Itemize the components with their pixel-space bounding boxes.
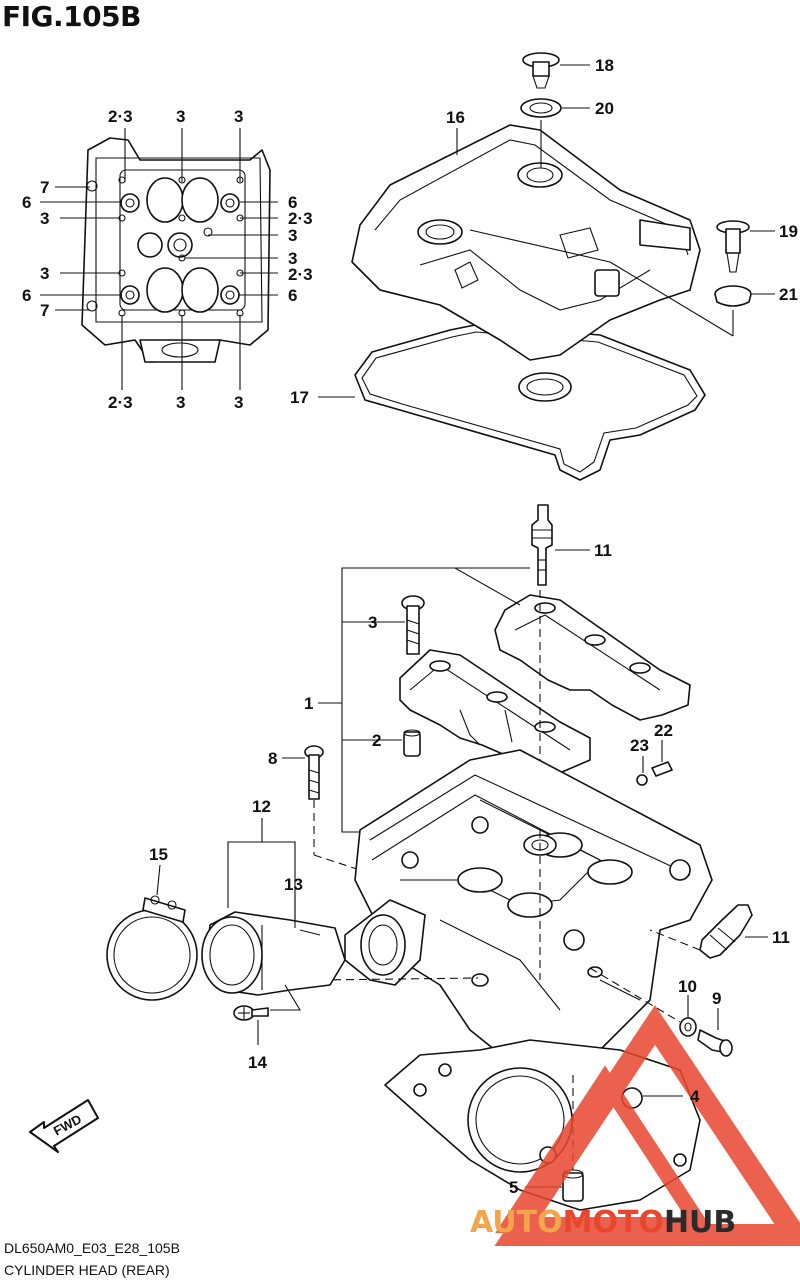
watermark-text: AUTOMOTOHUB xyxy=(470,1205,736,1240)
callout-label: 7 xyxy=(40,178,49,197)
callout-label: 2 xyxy=(372,731,381,750)
callout-label: 9 xyxy=(712,989,721,1008)
watermark-word-3: HUB xyxy=(664,1205,736,1240)
watermark-word-1: AUTO xyxy=(470,1205,563,1240)
figure-title: FIG.105B xyxy=(2,0,141,33)
callout-label: 6 xyxy=(22,286,31,305)
callout-label: 16 xyxy=(446,108,465,127)
callout-label: 1 xyxy=(304,694,313,713)
cam-holder-assembly xyxy=(282,504,691,871)
svg-text:AUTOMOTOHUB: AUTOMOTOHUB xyxy=(470,1205,736,1240)
callout-label: 8 xyxy=(268,749,277,768)
side-fasteners xyxy=(589,904,768,1057)
callout-label: 2·3 xyxy=(108,107,133,126)
callout-label: 10 xyxy=(678,977,697,996)
callout-label: 11 xyxy=(772,928,790,947)
callout-label: 3 xyxy=(234,393,243,412)
callout-label: 3 xyxy=(40,209,49,228)
callout-label: 4 xyxy=(690,1087,700,1106)
callout-label: 13 xyxy=(284,875,303,894)
head-top-view xyxy=(40,128,278,390)
watermark-logo xyxy=(494,1005,800,1246)
callout-label: 3 xyxy=(368,613,377,632)
callout-label: 7 xyxy=(40,301,49,320)
watermark-word-2: MOTO xyxy=(563,1205,664,1240)
callout-label: 20 xyxy=(595,99,614,118)
forward-direction-badge: FWD xyxy=(29,1099,99,1153)
callout-label: 3 xyxy=(176,107,185,126)
callout-label: 2·3 xyxy=(108,393,133,412)
head-cover-assembly xyxy=(318,52,775,481)
callout-label: 12 xyxy=(252,797,271,816)
callout-label: 2·3 xyxy=(288,209,313,228)
callout-label: 3 xyxy=(288,249,297,268)
intake-parts xyxy=(106,818,346,1045)
callout-label: 6 xyxy=(22,193,31,212)
callout-label: 17 xyxy=(290,388,309,407)
callout-labels: 2·3 3 3 7 6 3 6 2·3 3 3 3 2·3 6 6 7 2·3 … xyxy=(22,56,798,1197)
callout-label: 11 xyxy=(594,541,612,560)
callout-label: 3 xyxy=(288,226,297,245)
callout-label: 15 xyxy=(149,845,168,864)
callout-label: 3 xyxy=(234,107,243,126)
callout-label: 21 xyxy=(779,285,798,304)
figure-caption: CYLINDER HEAD (REAR) xyxy=(4,1262,170,1278)
callout-label: 19 xyxy=(779,222,798,241)
callout-label: 18 xyxy=(595,56,614,75)
callout-label: 5 xyxy=(509,1178,518,1197)
callout-label: 14 xyxy=(248,1053,267,1072)
callout-label: 22 xyxy=(654,721,673,740)
callout-label: 2·3 xyxy=(288,265,313,284)
callout-label: 23 xyxy=(630,736,649,755)
callout-label: 6 xyxy=(288,286,297,305)
callout-label: 3 xyxy=(176,393,185,412)
callout-label: 6 xyxy=(288,193,297,212)
callout-label: 3 xyxy=(40,264,49,283)
model-code: DL650AM0_E03_E28_105B xyxy=(4,1240,180,1256)
